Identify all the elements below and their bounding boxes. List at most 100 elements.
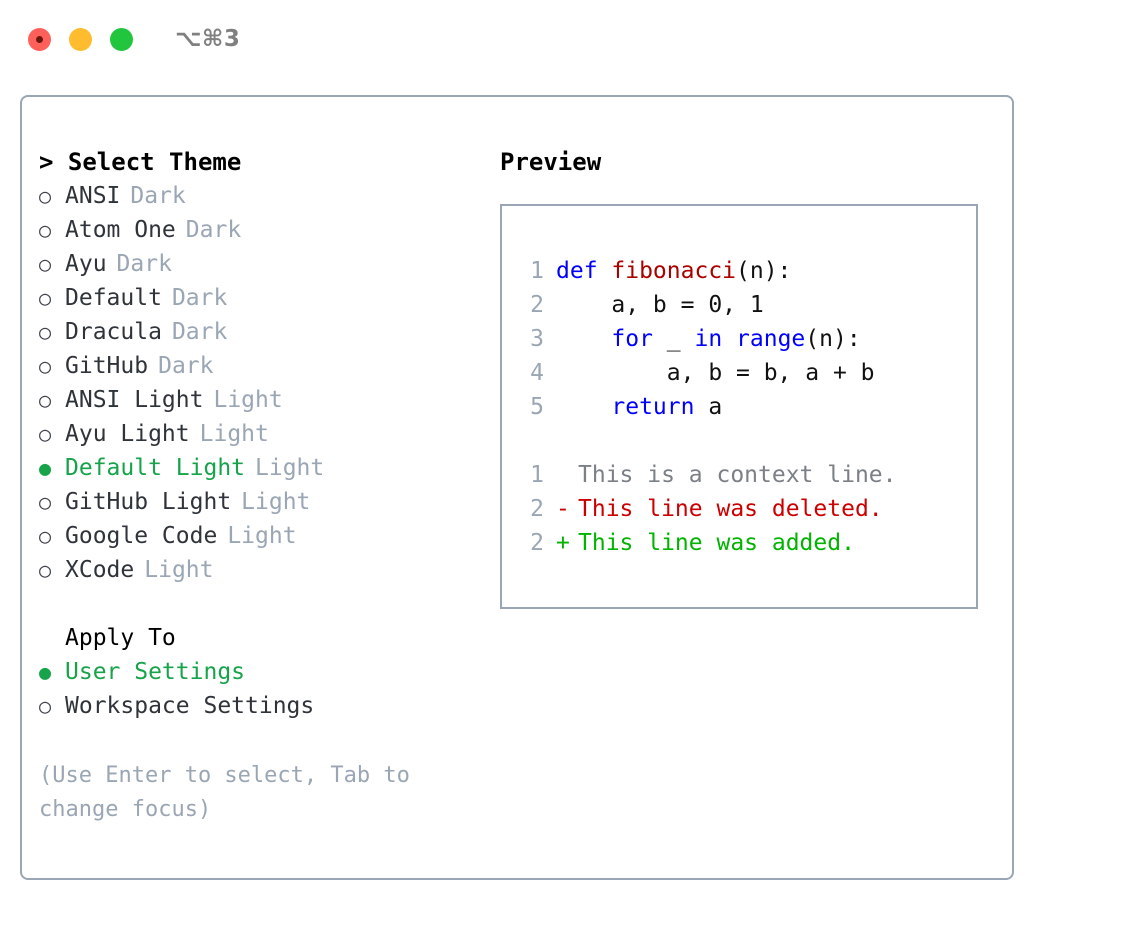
diff-marker: + xyxy=(556,530,570,556)
code-token-plain xyxy=(556,394,611,420)
code-line-content: a, b = 0, 1 xyxy=(556,288,763,322)
theme-item[interactable]: ○ ANSI Dark xyxy=(39,179,479,213)
theme-item-label: Google Code xyxy=(65,523,218,549)
theme-item-label: Atom One xyxy=(65,217,176,243)
diff-marker: - xyxy=(556,496,570,522)
theme-item-variant: Light xyxy=(213,387,283,413)
radio-unselected-icon: ○ xyxy=(39,184,52,208)
radio-unselected-icon: ○ xyxy=(39,218,52,242)
code-line-content: def fibonacci(n): xyxy=(556,254,791,288)
theme-item-variant: Dark xyxy=(116,251,172,277)
radio-unselected-icon: ○ xyxy=(39,558,52,582)
code-line-number: 1 xyxy=(530,258,544,284)
code-token-kw: return xyxy=(611,394,695,420)
close-window-button[interactable] xyxy=(28,27,51,51)
theme-item-variant: Dark xyxy=(171,319,228,345)
code-line-number: 5 xyxy=(530,394,544,420)
code-token-kw: for xyxy=(611,326,653,352)
theme-item[interactable]: ● Default Light Light xyxy=(39,451,479,485)
theme-item-variant: Light xyxy=(227,523,297,549)
diff-line-number: 2 xyxy=(530,530,544,556)
code-line-number: 3 xyxy=(530,326,544,352)
radio-unselected-icon: ○ xyxy=(39,388,52,412)
theme-item[interactable]: ○ Ayu Light Light xyxy=(39,417,479,451)
theme-item-variant: Light xyxy=(144,557,214,583)
theme-item-variant: Light xyxy=(241,489,311,515)
apply-to-section: Apply To ●User Settings ○ Workspace Settin… xyxy=(39,621,479,723)
radio-unselected-icon: ○ xyxy=(39,286,52,310)
code-token-plain xyxy=(556,326,611,352)
radio-selected-icon: ● xyxy=(39,456,52,480)
maximize-window-button[interactable] xyxy=(110,27,133,51)
code-line-content: return a xyxy=(556,390,722,424)
keyboard-shortcut-label: ⌥⌘3 xyxy=(175,26,241,52)
theme-item[interactable]: ○ GitHub Light Light xyxy=(39,485,479,519)
code-token-fn: fibonacci xyxy=(611,258,737,284)
theme-item-label: Ayu xyxy=(65,251,107,277)
code-token-kw: def xyxy=(556,258,612,284)
code-token-plain: (n): xyxy=(736,258,792,284)
code-line-content: a, b = b, a + b xyxy=(556,356,875,390)
code-token-plain: (n): xyxy=(805,326,861,352)
radio-unselected-icon: ○ xyxy=(39,490,52,514)
radio-unselected-icon: ○ xyxy=(39,422,52,446)
apply-to-item-label: Workspace Settings xyxy=(65,693,315,719)
theme-item-label: Default Light xyxy=(65,455,246,481)
apply-to-list[interactable]: ●User Settings ○ Workspace Settings xyxy=(39,655,479,723)
theme-item-label: Dracula xyxy=(65,319,162,345)
code-token-plain: _ xyxy=(652,326,695,352)
theme-item-variant: Dark xyxy=(158,353,214,379)
theme-item-variant: Light xyxy=(199,421,269,447)
keyboard-hint-text: (Use Enter to select, Tab to change focu… xyxy=(39,763,410,822)
code-line-number: 2 xyxy=(530,292,544,318)
apply-to-item[interactable]: ●User Settings xyxy=(39,655,479,689)
radio-unselected-icon: ○ xyxy=(39,524,52,548)
code-line-number: 4 xyxy=(530,360,544,386)
theme-item-label: GitHub xyxy=(65,353,149,379)
code-token-plain: a, b = b, a + b xyxy=(556,360,875,386)
apply-to-heading: Apply To xyxy=(65,625,176,651)
apply-to-item-label: User Settings xyxy=(65,659,246,685)
diff-marker xyxy=(556,458,578,492)
radio-unselected-icon: ○ xyxy=(39,694,52,718)
minimize-window-button[interactable] xyxy=(69,27,92,51)
theme-item-label: Default xyxy=(65,285,162,311)
window-controls xyxy=(28,27,133,51)
title-bar: ⌥⌘3 xyxy=(0,0,1140,78)
theme-item[interactable]: ○ Dracula Dark xyxy=(39,315,479,349)
theme-item-variant: Dark xyxy=(185,217,242,243)
apply-to-item[interactable]: ○ Workspace Settings xyxy=(39,689,479,723)
theme-item[interactable]: ○ GitHub Dark xyxy=(39,349,479,383)
radio-unselected-icon: ○ xyxy=(39,354,52,378)
theme-item-label: ANSI xyxy=(65,183,121,209)
code-line: 5 return a xyxy=(516,390,976,424)
code-line: 4 a, b = b, a + b xyxy=(516,356,976,390)
diff-line-text: This line was added. xyxy=(578,530,855,556)
theme-item-variant: Dark xyxy=(130,183,186,209)
theme-item[interactable]: ○ Google Code Light xyxy=(39,519,479,553)
code-line: 1 def fibonacci(n): xyxy=(516,254,976,288)
code-token-kw: range xyxy=(736,326,806,352)
theme-item[interactable]: ○ Default Dark xyxy=(39,281,479,315)
code-token-kw: in xyxy=(694,326,723,352)
diff-sample: 1 This is a context line.2-This line was… xyxy=(516,458,976,560)
theme-item-label: GitHub Light xyxy=(65,489,232,515)
theme-item-label: Ayu Light xyxy=(65,421,190,447)
diff-line: 2 + This line was added. xyxy=(516,526,976,560)
diff-line-number: 2 xyxy=(530,496,544,522)
radio-unselected-icon: ○ xyxy=(39,320,52,344)
code-token-plain: a xyxy=(694,394,723,420)
theme-item-variant: Light xyxy=(255,455,325,481)
preview-heading: Preview xyxy=(500,148,602,176)
theme-item[interactable]: ○ Atom One Dark xyxy=(39,213,479,247)
theme-item-variant: Dark xyxy=(171,285,228,311)
code-line-content: for _ in range(n): xyxy=(556,322,861,356)
